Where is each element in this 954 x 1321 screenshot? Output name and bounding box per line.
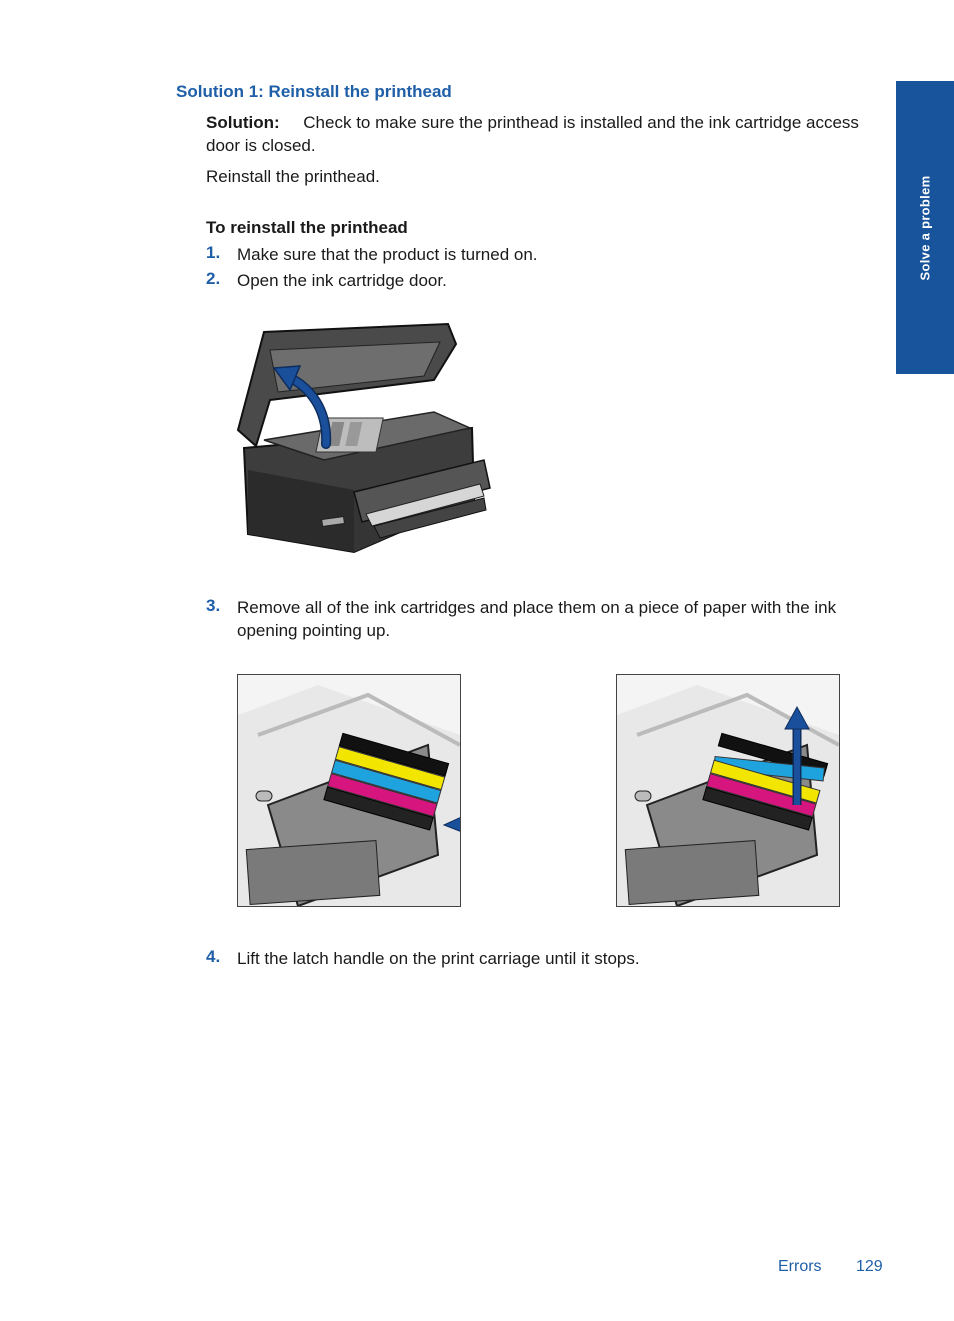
cartridge-removal-figure-right xyxy=(616,674,840,907)
step-3-text: Remove all of the ink cartridges and pla… xyxy=(237,598,837,640)
printer-open-door-illustration xyxy=(236,322,491,554)
solution-text: Check to make sure the printhead is inst… xyxy=(206,113,859,155)
step-1-text: Make sure that the product is turned on. xyxy=(237,245,538,264)
step-3-number: 3. xyxy=(206,596,221,615)
page-number: 129 xyxy=(856,1258,883,1275)
cartridge-removal-figure-left xyxy=(237,674,461,907)
side-tab: Solve a problem xyxy=(896,81,954,374)
solution-paragraph: Solution: Check to make sure the printhe… xyxy=(206,111,888,157)
procedure-title: To reinstall the printhead xyxy=(206,218,408,237)
side-tab-label: Solve a problem xyxy=(917,175,933,280)
step-1-number: 1. xyxy=(206,243,221,262)
cartridge-carriage-illustration xyxy=(238,685,460,906)
reinstall-text: Reinstall the printhead. xyxy=(206,167,380,186)
section-heading: Solution 1: Reinstall the printhead xyxy=(176,82,452,101)
cartridge-lift-illustration xyxy=(617,685,839,906)
step-4-number: 4. xyxy=(206,947,221,966)
footer-section: Errors xyxy=(778,1258,822,1275)
step-2-number: 2. xyxy=(206,269,221,288)
solution-label: Solution: xyxy=(206,113,280,132)
step-2-text: Open the ink cartridge door. xyxy=(237,271,447,290)
step-4-text: Lift the latch handle on the print carri… xyxy=(237,949,640,968)
